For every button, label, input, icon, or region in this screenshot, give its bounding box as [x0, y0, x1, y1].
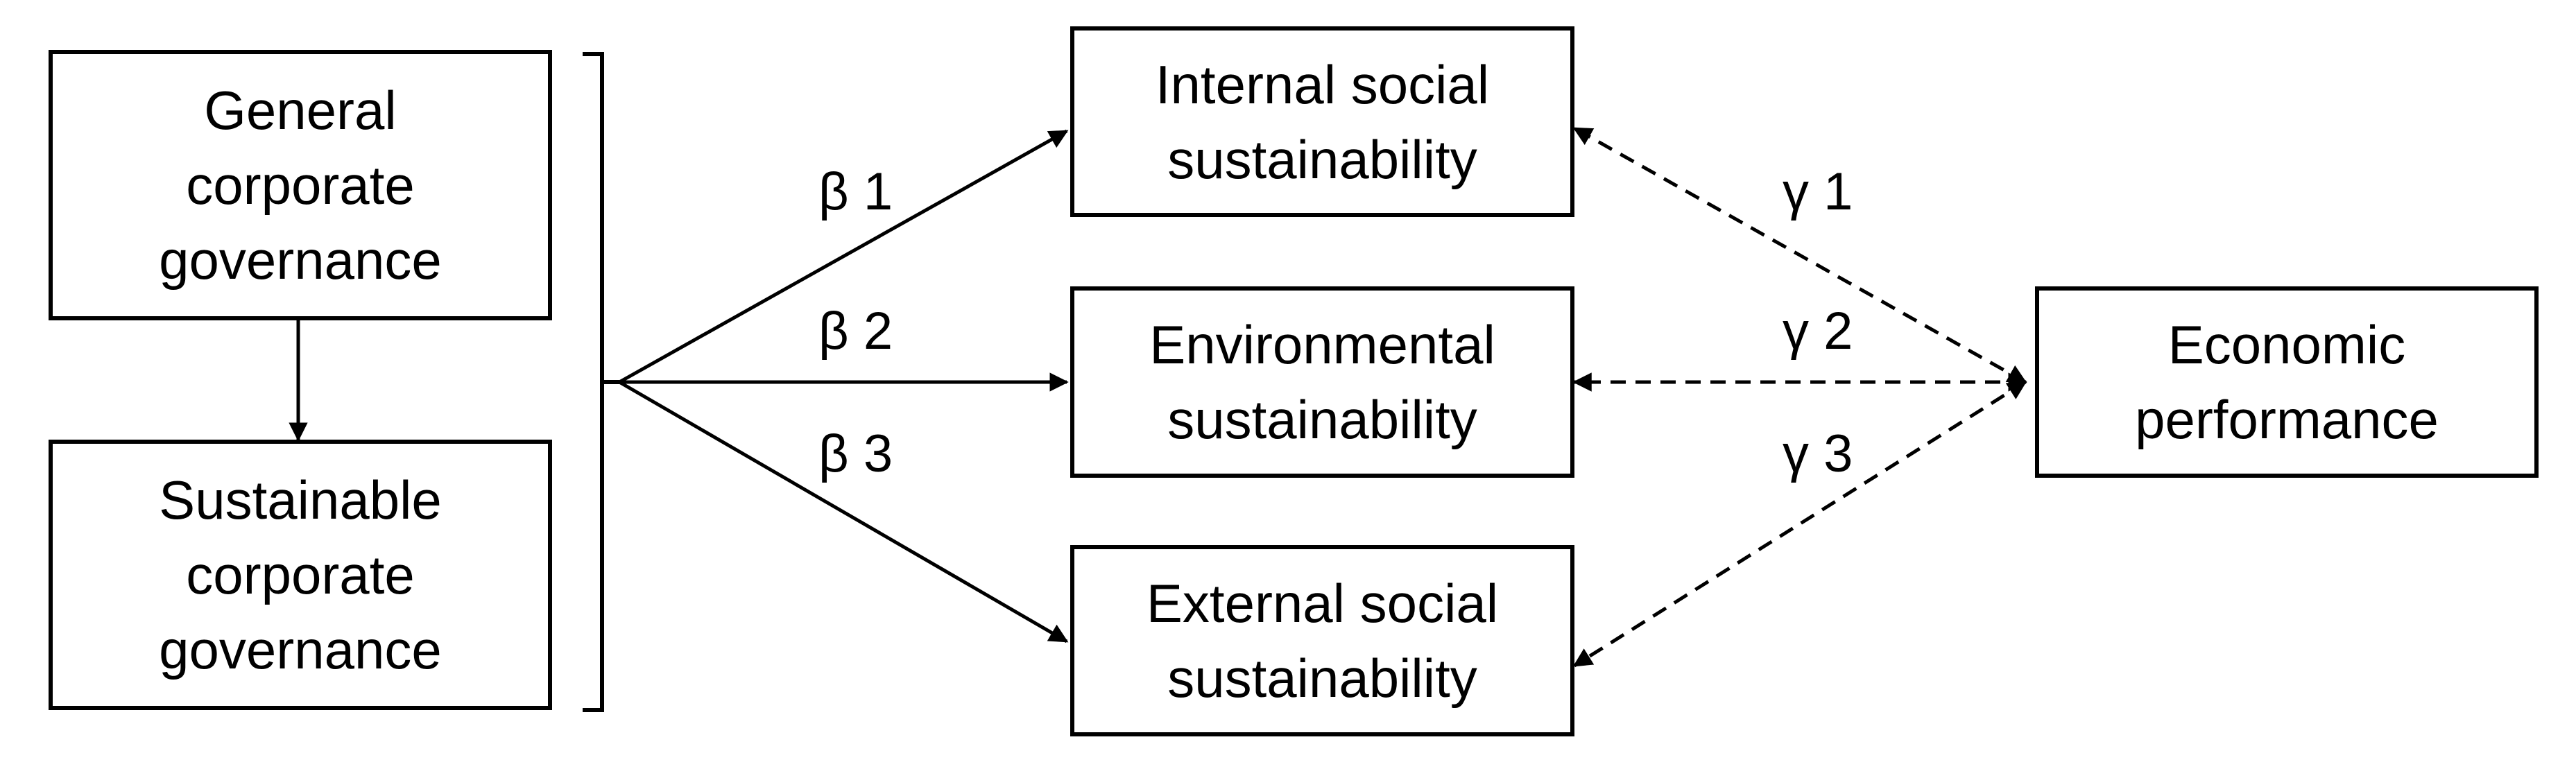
arrow-gamma1 — [1572, 126, 2027, 384]
external-social-sustainability-box: External social sustainability — [1070, 545, 1574, 736]
gamma1-label: γ 1 — [1783, 162, 1853, 221]
internal-social-sustainability-box: Internal social sustainability — [1070, 26, 1574, 217]
economic-performance-box: Economic performance — [2035, 286, 2539, 478]
environmental-sustainability-label: Environmental sustainability — [1149, 314, 1495, 450]
arrow-gamma3 — [1572, 380, 2027, 668]
arrow-beta1 — [618, 129, 1069, 384]
sustainable-corporate-governance-box: Sustainable corporate governance — [49, 440, 552, 710]
beta3-label: β 3 — [818, 424, 893, 483]
general-corporate-governance-label: General corporate governance — [159, 80, 442, 291]
general-corporate-governance-box: General corporate governance — [49, 50, 552, 320]
beta2-label: β 2 — [818, 302, 893, 361]
grouping-bracket — [583, 52, 604, 712]
gamma2-label: γ 2 — [1783, 302, 1853, 361]
sustainable-corporate-governance-label: Sustainable corporate governance — [159, 469, 442, 680]
environmental-sustainability-box: Environmental sustainability — [1070, 286, 1574, 478]
beta1-label: β 1 — [818, 162, 893, 221]
internal-social-sustainability-label: Internal social sustainability — [1155, 53, 1490, 190]
external-social-sustainability-label: External social sustainability — [1146, 573, 1499, 709]
economic-performance-label: Economic performance — [2135, 314, 2439, 450]
arrow-beta3 — [618, 380, 1069, 643]
gamma3-label: γ 3 — [1783, 424, 1853, 483]
